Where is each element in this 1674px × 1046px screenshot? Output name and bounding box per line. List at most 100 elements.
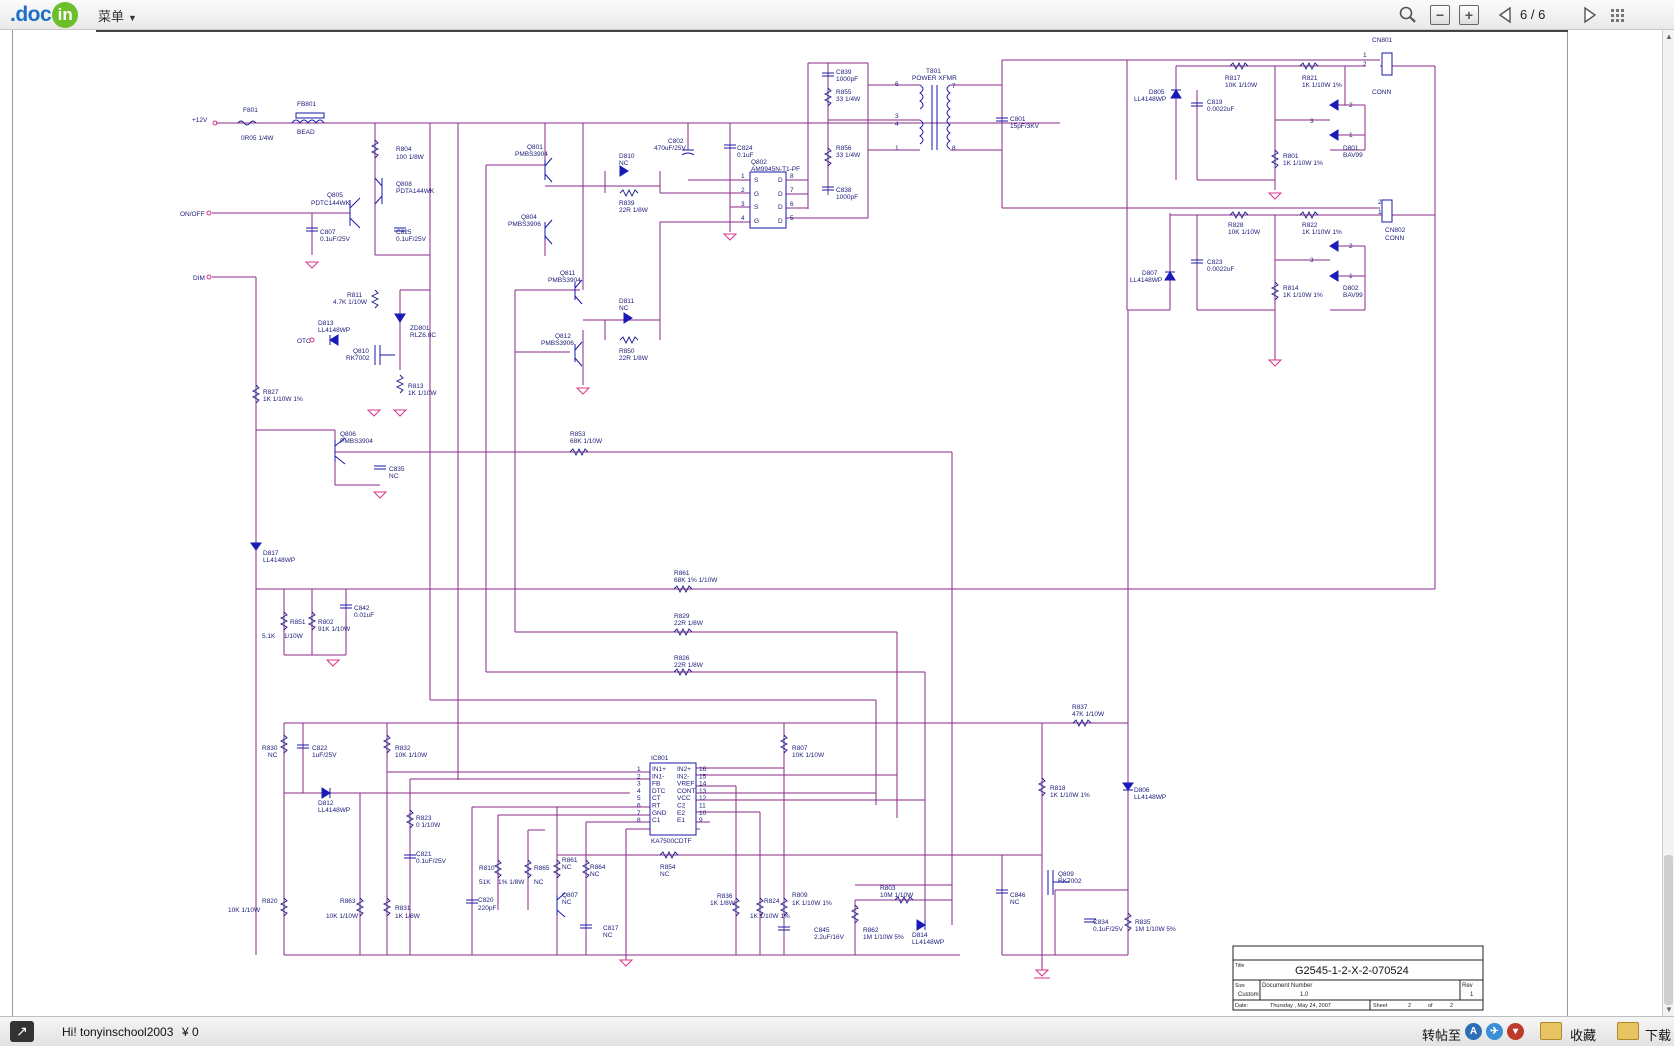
vertical-scrollbar[interactable]: ▲ ▼	[1662, 30, 1674, 1016]
svg-text:68K 1% 1/10W: 68K 1% 1/10W	[674, 577, 718, 584]
tb-docnum-label: Document Number	[1262, 983, 1312, 989]
svg-text:1K 1/10W 1%: 1K 1/10W 1%	[1283, 160, 1323, 167]
svg-text:C802: C802	[668, 138, 684, 145]
svg-text:1K 1/10W 1%: 1K 1/10W 1%	[750, 913, 790, 920]
svg-text:FB801: FB801	[297, 101, 317, 108]
favorite-folder-icon[interactable]	[1540, 1022, 1562, 1040]
svg-text:Q809: Q809	[1058, 871, 1074, 878]
svg-text:D812: D812	[318, 800, 334, 807]
download-button[interactable]: 下载	[1645, 1028, 1672, 1043]
favorite-button[interactable]: 收藏	[1570, 1028, 1597, 1043]
svg-text:LL4148WP: LL4148WP	[1134, 96, 1166, 103]
document-viewport[interactable]	[0, 30, 1674, 1016]
scroll-up-icon[interactable]: ▲	[1665, 32, 1673, 41]
svg-text:1K 1/10W 1%: 1K 1/10W 1%	[1302, 82, 1342, 89]
svg-text:Q805: Q805	[327, 192, 343, 199]
output-wires	[256, 60, 1436, 590]
scrollbar-thumb[interactable]	[1664, 855, 1673, 1005]
svg-text:0.1uF: 0.1uF	[737, 152, 754, 159]
ic801-right-pin-number: 12	[699, 795, 707, 802]
svg-text:D: D	[778, 177, 783, 184]
svg-text:C820: C820	[478, 897, 494, 904]
share-site-c-icon[interactable]: ▾	[1507, 1023, 1524, 1040]
svg-text:NC: NC	[562, 899, 572, 906]
share-to-label[interactable]: 转帖至	[1422, 1028, 1462, 1043]
page-edge-left	[12, 30, 13, 1016]
svg-text:C839: C839	[836, 69, 852, 76]
zoom-in-icon[interactable]: +	[1459, 5, 1479, 25]
svg-text:BAV99: BAV99	[1343, 292, 1363, 299]
ic801-left-pin-number: 8	[637, 817, 641, 824]
svg-text:22R 1/8W: 22R 1/8W	[674, 620, 704, 627]
tb-docnum: 1.0	[1300, 992, 1309, 998]
svg-text:R811: R811	[347, 292, 362, 299]
svg-text:RK7002: RK7002	[1058, 878, 1082, 885]
search-zoom-icon[interactable]: +	[1398, 5, 1418, 25]
svg-text:R855: R855	[836, 89, 852, 96]
svg-text:1K 1/8W: 1K 1/8W	[710, 900, 736, 907]
svg-text:NC: NC	[1010, 899, 1020, 906]
net-label-dim: DIM	[193, 275, 205, 282]
svg-text:R861: R861	[674, 570, 690, 577]
ic801-right-pin-name: IN2-	[677, 773, 689, 780]
svg-text:D: D	[778, 191, 783, 198]
driver-wires	[485, 59, 1380, 672]
svg-text:D817: D817	[263, 550, 279, 557]
svg-text:51K: 51K	[479, 879, 491, 886]
svg-text:2: 2	[1378, 199, 1382, 206]
svg-text:R836: R836	[717, 893, 733, 900]
share-site-a-icon[interactable]: A	[1465, 1023, 1482, 1040]
svg-text:C823: C823	[1207, 259, 1223, 266]
svg-text:Q812: Q812	[555, 333, 571, 340]
svg-text:R818: R818	[1050, 785, 1066, 792]
net-label-otc: OTC	[297, 338, 311, 345]
svg-text:D802: D802	[1343, 285, 1359, 292]
svg-text:0.01uF: 0.01uF	[354, 612, 374, 619]
scroll-down-icon[interactable]: ▼	[1665, 1005, 1673, 1014]
svg-text:0.1uF/25V: 0.1uF/25V	[396, 236, 427, 243]
svg-text:8: 8	[952, 145, 956, 152]
menu-button[interactable]: 菜单▼	[98, 6, 137, 25]
svg-text:R813: R813	[408, 383, 424, 390]
svg-text:0.0022uF: 0.0022uF	[1207, 106, 1234, 113]
svg-text:10K 1/10W: 10K 1/10W	[326, 913, 359, 920]
svg-text:RLZ6.8C: RLZ6.8C	[410, 332, 436, 339]
svg-text:R817: R817	[1225, 75, 1241, 82]
prev-page-icon[interactable]	[1495, 5, 1515, 25]
svg-text:Q804: Q804	[521, 214, 537, 221]
next-page-icon[interactable]	[1580, 5, 1600, 25]
svg-text:C825: C825	[396, 229, 412, 236]
svg-text:R832: R832	[395, 745, 411, 752]
ic801-left-pin-name: RT	[652, 803, 661, 810]
svg-text:1K 1/10W 1%: 1K 1/10W 1%	[1302, 229, 1342, 236]
ic801-labels: IC801 KA7500CDTF	[651, 755, 691, 845]
docin-logo[interactable]: .doc in	[10, 2, 79, 28]
svg-text:2.2uF/16V: 2.2uF/16V	[814, 934, 845, 941]
grid-view-icon[interactable]	[1608, 5, 1628, 25]
svg-text:R831: R831	[395, 905, 411, 912]
tb-date-label: Date:	[1235, 1003, 1249, 1009]
ic801-left-pin-name: FB	[652, 781, 660, 788]
svg-text:R835: R835	[1135, 919, 1151, 926]
user-greeting[interactable]: Hi! tonyinschool2003	[62, 1025, 174, 1039]
ic801-right-pin-name: C2	[677, 803, 686, 810]
svg-text:C817: C817	[603, 925, 619, 932]
svg-text:R864: R864	[590, 864, 606, 871]
download-folder-icon[interactable]	[1617, 1022, 1639, 1040]
share-site-b-icon[interactable]: ✈	[1486, 1023, 1503, 1040]
svg-text:CN801: CN801	[1372, 37, 1393, 44]
svg-text:0.1uF/25V: 0.1uF/25V	[416, 858, 447, 865]
svg-text:R814: R814	[1283, 285, 1299, 292]
svg-text:C846: C846	[1010, 892, 1026, 899]
svg-text:22R 1/8W: 22R 1/8W	[619, 207, 649, 214]
svg-text:1M 1/10W 5%: 1M 1/10W 5%	[863, 934, 904, 941]
expand-arrow-icon[interactable]: ↗	[10, 1021, 34, 1042]
svg-text:22R 1/8W: 22R 1/8W	[674, 662, 704, 669]
zoom-out-icon[interactable]: −	[1430, 5, 1450, 25]
svg-text:RK7002: RK7002	[346, 355, 370, 362]
svg-text:Q806: Q806	[340, 431, 356, 438]
svg-text:6: 6	[895, 81, 899, 88]
